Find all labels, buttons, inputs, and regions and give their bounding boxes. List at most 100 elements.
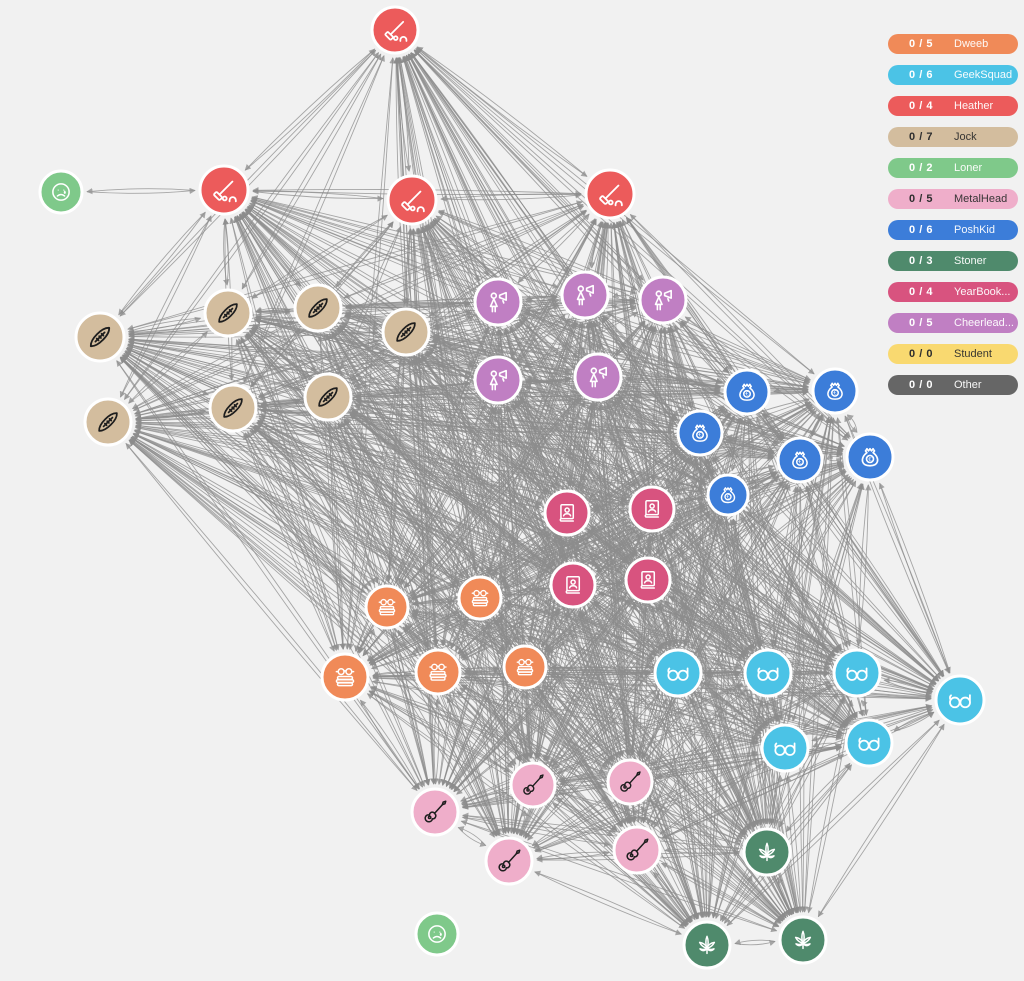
node-jock-4[interactable] bbox=[381, 307, 431, 357]
edge-poshkid-5-stoner-2 bbox=[714, 483, 862, 920]
edge-heather-4-jock-3 bbox=[343, 204, 584, 299]
edge-poshkid-3-yearbook-4 bbox=[656, 457, 693, 555]
edge-heather-2-heather-3 bbox=[252, 191, 384, 202]
node-dweeb-2[interactable] bbox=[457, 575, 503, 621]
edge-geeksquad-3-stoner-2 bbox=[720, 696, 844, 921]
legend-count: 0 / 5 bbox=[909, 193, 933, 205]
edge-cheerleader-3-geeksquad-4 bbox=[679, 321, 944, 677]
node-dweeb-3[interactable] bbox=[320, 652, 370, 702]
node-yearbook-2[interactable] bbox=[628, 485, 676, 533]
edge-metalhead-3-metalhead-5 bbox=[462, 816, 611, 848]
edge-metalhead-5-stoner-1 bbox=[664, 846, 740, 853]
edge-heather-1-dweeb-3 bbox=[344, 57, 394, 650]
legend-count: 0 / 5 bbox=[909, 38, 933, 50]
node-jock-3[interactable] bbox=[293, 283, 343, 333]
node-yearbook-3[interactable] bbox=[549, 561, 597, 609]
node-jock-6[interactable] bbox=[208, 383, 258, 433]
node-loner-2[interactable] bbox=[414, 911, 460, 957]
book-glasses-icon bbox=[378, 598, 396, 616]
legend-label: GeekSquad bbox=[954, 69, 1013, 81]
edge-geeksquad-4-stoner-2 bbox=[726, 719, 940, 927]
node-heather-3[interactable] bbox=[386, 174, 438, 226]
node-stoner-3[interactable] bbox=[778, 915, 828, 965]
node-metalhead-3[interactable] bbox=[410, 787, 460, 837]
edge-yearbook-2-geeksquad-3 bbox=[672, 525, 836, 656]
book-glasses-icon bbox=[516, 658, 534, 676]
edge-jock-5-dweeb-4 bbox=[130, 438, 418, 657]
node-dweeb-1[interactable] bbox=[364, 584, 410, 630]
node-poshkid-5[interactable] bbox=[845, 432, 895, 482]
edge-cheerleader-4-geeksquad-1 bbox=[512, 403, 664, 650]
node-jock-2[interactable] bbox=[203, 288, 253, 338]
node-metalhead-2[interactable] bbox=[606, 758, 654, 806]
edge-yearbook-2-geeksquad-4 bbox=[674, 522, 936, 686]
node-jock-5[interactable] bbox=[83, 397, 133, 447]
node-poshkid-4[interactable] bbox=[776, 436, 824, 484]
edge-metalhead-1-stoner-1 bbox=[558, 790, 741, 845]
edge-jock-4-jock-6 bbox=[257, 342, 381, 398]
legend-count: 0 / 4 bbox=[909, 100, 933, 112]
node-yearbook-1[interactable] bbox=[543, 489, 591, 537]
node-poshkid-2[interactable] bbox=[811, 367, 859, 415]
node-geeksquad-1[interactable] bbox=[653, 648, 703, 698]
edge-dweeb-5-metalhead-5 bbox=[538, 688, 623, 827]
edge-yearbook-2-geeksquad-6 bbox=[670, 528, 851, 724]
node-stoner-2[interactable] bbox=[682, 920, 732, 970]
edge-metalhead-3-stoner-1 bbox=[462, 814, 740, 852]
node-stoner-1[interactable] bbox=[742, 827, 792, 877]
node-yearbook-4[interactable] bbox=[624, 556, 672, 604]
node-poshkid-3[interactable] bbox=[676, 409, 724, 457]
edge-yearbook-4-geeksquad-4 bbox=[672, 588, 934, 691]
edge-loner-1-heather-2 bbox=[86, 188, 196, 195]
node-heather-1[interactable] bbox=[370, 5, 420, 55]
edge-cheerleader-4-poshkid-4 bbox=[524, 386, 775, 455]
node-geeksquad-4[interactable] bbox=[934, 674, 986, 726]
node-cheerleader-3[interactable] bbox=[638, 275, 688, 325]
edge-yearbook-2-geeksquad-4 bbox=[674, 522, 937, 686]
edge-jock-3-jock-6 bbox=[250, 328, 301, 388]
node-cheerleader-5[interactable] bbox=[573, 352, 623, 402]
edge-yearbook-1-geeksquad-5 bbox=[584, 532, 767, 728]
edge-heather-4-jock-1 bbox=[127, 201, 583, 331]
node-metalhead-1[interactable] bbox=[509, 761, 557, 809]
node-loner-1[interactable] bbox=[38, 169, 84, 215]
node-geeksquad-6[interactable] bbox=[844, 718, 894, 768]
node-jock-1[interactable] bbox=[74, 311, 126, 363]
node-geeksquad-2[interactable] bbox=[743, 648, 793, 698]
node-metalhead-4[interactable] bbox=[484, 836, 534, 886]
node-cheerleader-1[interactable] bbox=[473, 277, 523, 327]
node-cheerleader-4[interactable] bbox=[473, 355, 523, 405]
legend-label: Jock bbox=[954, 131, 977, 143]
stoner-node-circle bbox=[742, 827, 792, 877]
edge-metalhead-3-metalhead-4 bbox=[457, 827, 487, 847]
node-jock-7[interactable] bbox=[303, 372, 353, 422]
node-poshkid-6[interactable] bbox=[706, 473, 750, 517]
node-dweeb-4[interactable] bbox=[414, 648, 462, 696]
node-cheerleader-2[interactable] bbox=[560, 270, 610, 320]
node-dweeb-5[interactable] bbox=[502, 644, 548, 690]
node-metalhead-5[interactable] bbox=[612, 825, 662, 875]
edge-poshkid-2-yearbook-2 bbox=[674, 405, 813, 495]
edge-metalhead-2-stoner-2 bbox=[641, 805, 696, 920]
edge-metalhead-2-metalhead-5 bbox=[628, 808, 635, 823]
node-heather-4[interactable] bbox=[584, 168, 636, 220]
node-geeksquad-3[interactable] bbox=[832, 648, 882, 698]
edge-heather-4-poshkid-4 bbox=[626, 216, 785, 439]
edge-yearbook-1-geeksquad-3 bbox=[590, 525, 834, 660]
node-heather-2[interactable] bbox=[198, 164, 250, 216]
node-geeksquad-5[interactable] bbox=[760, 723, 810, 773]
node-poshkid-1[interactable] bbox=[723, 368, 771, 416]
